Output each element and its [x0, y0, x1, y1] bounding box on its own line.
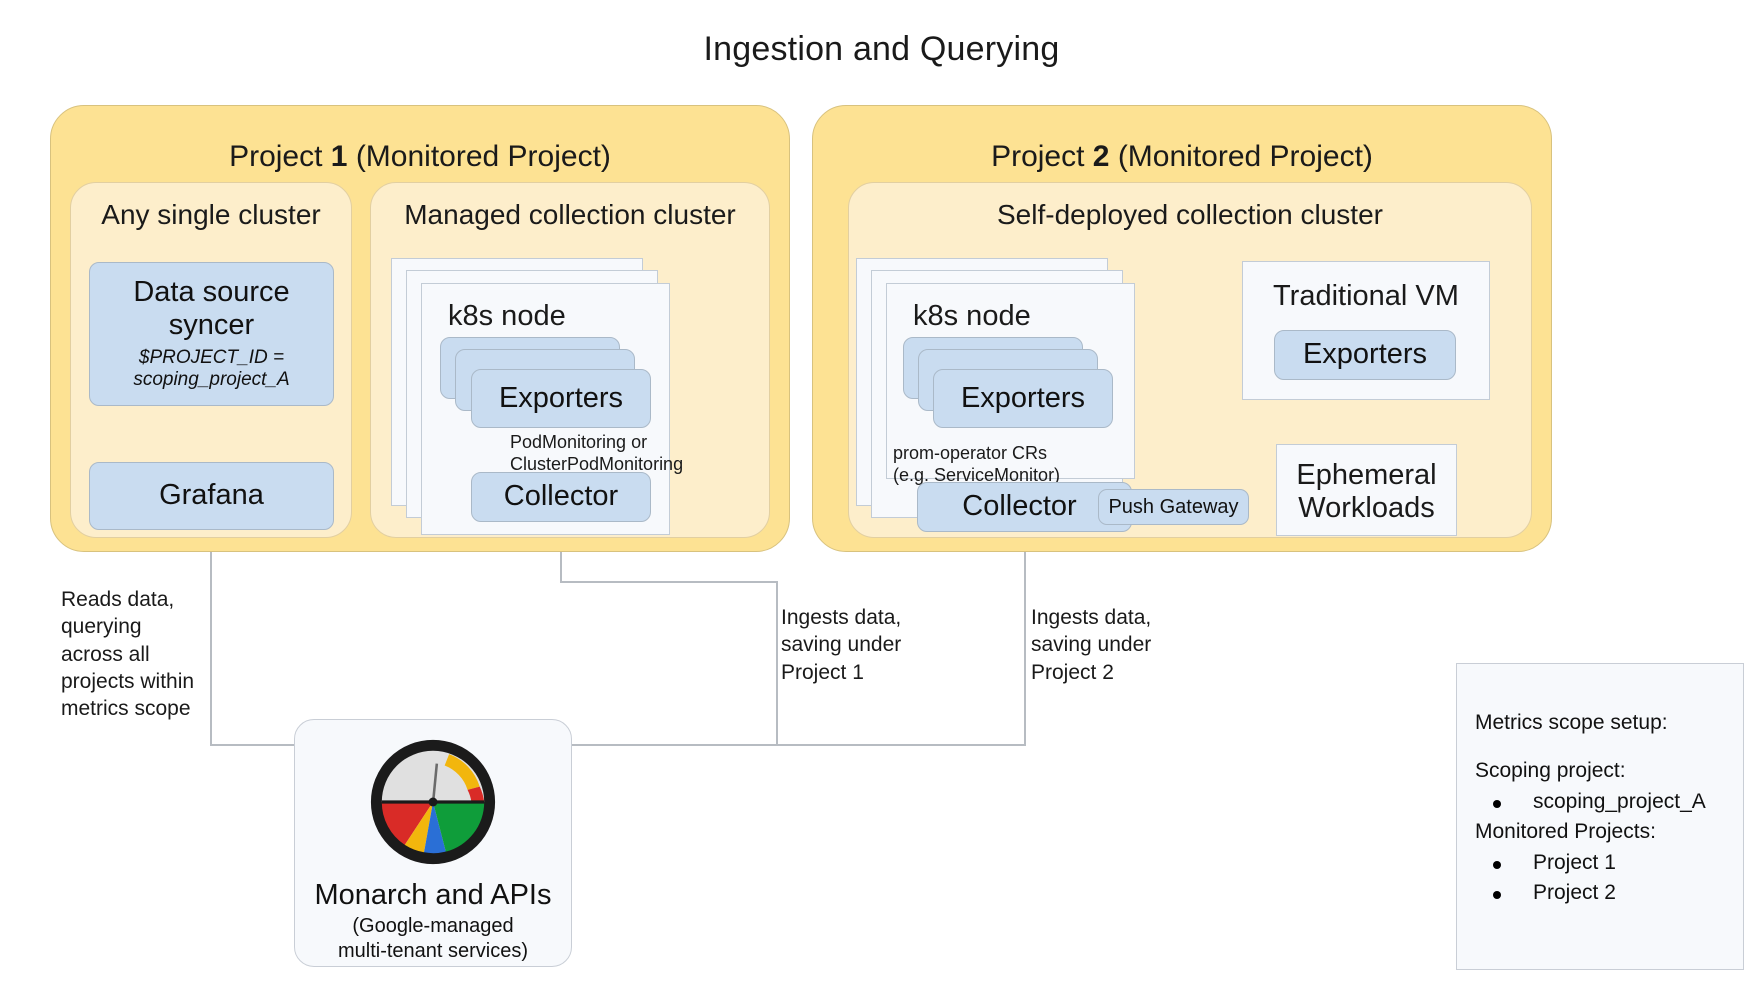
edge-label-prom-operator: prom-operator CRs (e.g. ServiceMonitor): [893, 443, 1061, 485]
project-1-title: Project 1 (Monitored Project): [51, 140, 789, 174]
legend-monitored-item-0: Project 1: [1533, 850, 1616, 874]
project-1-title-prefix: Project: [229, 140, 331, 173]
metrics-scope-legend: Metrics scope setup: Scoping project: sc…: [1456, 663, 1744, 970]
monarch-subtitle: (Google-managed multi-tenant services): [337, 915, 529, 962]
node-exporters-1-label: Exporters: [498, 381, 624, 414]
bullet-icon: [1493, 860, 1501, 869]
gauge-dial-icon: [369, 738, 497, 871]
monarch-and-apis-card[interactable]: Monarch and APIs (Google-managed multi-t…: [294, 719, 572, 967]
bullet-icon: [1493, 891, 1501, 900]
node-vm-exporters-label: Exporters: [1302, 338, 1428, 371]
project-2-number: 2: [1092, 140, 1110, 173]
cluster-managed-collection-title: Managed collection cluster: [404, 199, 736, 230]
legend-heading: Metrics scope setup:: [1475, 711, 1668, 734]
node-data-source-syncer-sub: $PROJECT_ID = scoping_project_A: [133, 346, 290, 391]
bullet-icon: [1493, 799, 1501, 808]
node-grafana-label: Grafana: [159, 479, 264, 512]
cluster-any-single-title: Any single cluster: [101, 199, 321, 230]
node-push-gateway-label: Push Gateway: [1108, 495, 1239, 518]
node-exporters-2-label: Exporters: [960, 381, 1086, 414]
panel-k8s-node-2-title: k8s node: [913, 300, 1031, 332]
legend-monitored-item-1: Project 2: [1533, 881, 1616, 905]
edge-collector1-to-monarch: [560, 522, 778, 746]
note-ingest-project-2: Ingests data, saving under Project 2: [1031, 606, 1152, 684]
node-exporters-2[interactable]: Exporters: [933, 369, 1113, 428]
node-exporters-1[interactable]: Exporters: [471, 369, 651, 428]
note-reads-data: Reads data, querying across all projects…: [61, 588, 195, 721]
node-collector-1[interactable]: Collector: [471, 472, 651, 522]
node-push-gateway[interactable]: Push Gateway: [1098, 489, 1249, 525]
panel-ephemeral-workloads-title: Ephemeral Workloads: [1296, 459, 1437, 525]
page-title: Ingestion and Querying: [703, 30, 1060, 68]
node-data-source-syncer-label: Data source syncer: [133, 275, 290, 342]
legend-scoping-list: scoping_project_A: [1475, 787, 1743, 817]
node-vm-exporters[interactable]: Exporters: [1274, 330, 1456, 380]
project-2-title-suffix: (Monitored Project): [1109, 140, 1373, 173]
project-2-title: Project 2 (Monitored Project): [813, 140, 1551, 174]
node-grafana[interactable]: Grafana: [89, 462, 334, 530]
list-item: scoping_project_A: [1475, 787, 1743, 817]
project-2-title-prefix: Project: [991, 140, 1093, 173]
monarch-title: Monarch and APIs: [314, 879, 552, 911]
legend-scoping-label: Scoping project:: [1475, 759, 1626, 783]
node-collector-1-label: Collector: [503, 480, 619, 513]
legend-scoping-item-0: scoping_project_A: [1533, 789, 1706, 813]
edge-label-pod-monitoring: PodMonitoring or ClusterPodMonitoring: [510, 432, 684, 474]
list-item: Project 2: [1475, 878, 1743, 908]
legend-monitored-label: Monitored Projects:: [1475, 820, 1656, 844]
node-data-source-syncer[interactable]: Data source syncer $PROJECT_ID = scoping…: [89, 262, 334, 406]
cluster-self-deployed-title: Self-deployed collection cluster: [997, 199, 1383, 230]
list-item: Project 1: [1475, 848, 1743, 878]
node-collector-2-label: Collector: [962, 490, 1077, 523]
panel-k8s-node-1-title: k8s node: [448, 300, 566, 332]
legend-spacer: [1475, 738, 1743, 756]
panel-traditional-vm-title: Traditional VM: [1273, 280, 1459, 312]
panel-ephemeral-workloads: Ephemeral Workloads: [1276, 444, 1457, 536]
project-1-number: 1: [330, 140, 348, 173]
project-1-title-suffix: (Monitored Project): [347, 140, 611, 173]
legend-monitored-list: Project 1 Project 2: [1475, 848, 1743, 909]
node-collector-2[interactable]: Collector: [917, 482, 1132, 532]
note-ingest-project-1: Ingests data, saving under Project 1: [781, 606, 902, 684]
